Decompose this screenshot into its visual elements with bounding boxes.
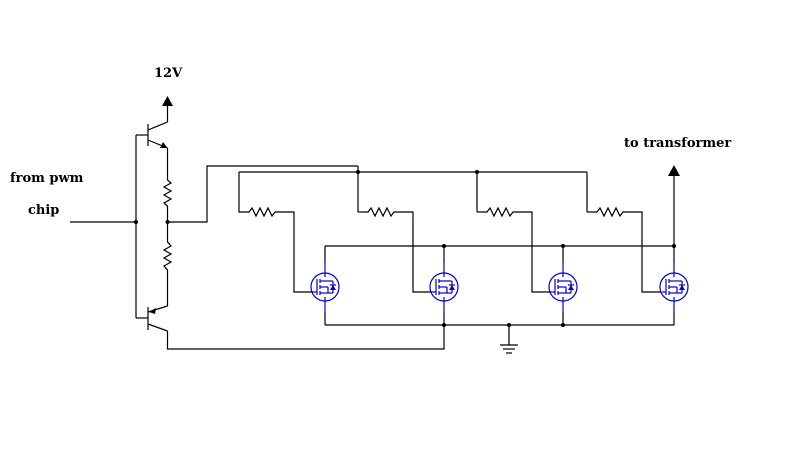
resistor-r2 [162, 222, 173, 292]
gate-resistor-1 [245, 206, 313, 293]
mosfet-3 [548, 262, 578, 312]
mosfet-2 [429, 262, 459, 312]
supply-label: 12V [154, 66, 183, 81]
npn-transistor-top [147, 121, 168, 149]
input-label-line1: from pwm [10, 171, 84, 186]
output-label: to transformer [624, 136, 731, 151]
gate-bus-wire [238, 172, 245, 213]
gate-resistor-2 [364, 206, 432, 293]
mosfet-4 [659, 262, 689, 312]
ground-return-wire [166, 325, 445, 350]
gate-resistor-3 [483, 206, 551, 293]
supply-arrow [162, 96, 173, 122]
input-label-line2: chip [28, 203, 59, 218]
driver-output-wire [167, 165, 358, 223]
output-arrow [668, 165, 680, 246]
gate-resistor-4 [593, 206, 661, 293]
ground-symbol [500, 325, 518, 354]
pnp-transistor-bottom [147, 305, 168, 332]
resistor-r1 [162, 175, 173, 222]
mosfet-1 [310, 262, 340, 312]
